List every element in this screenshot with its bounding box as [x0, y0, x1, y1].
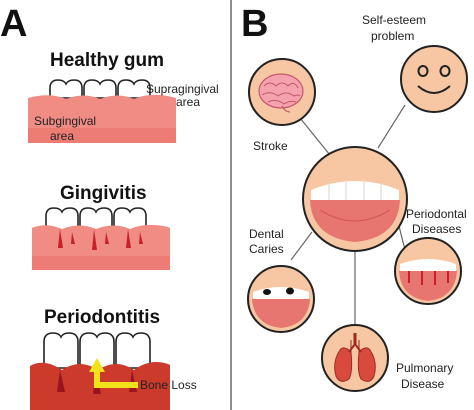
stroke-label: Stroke: [253, 139, 288, 153]
pulmonary-label: Pulmonary: [396, 361, 453, 375]
mouth-icon: [394, 237, 462, 305]
gum-shading: [32, 256, 170, 270]
lungs-icon: [334, 333, 376, 382]
panel-b: B: [241, 3, 468, 392]
panel-a-letter: A: [0, 3, 27, 45]
subgingival-label-line2: area: [50, 129, 74, 143]
brain-icon: [258, 73, 304, 113]
panel-a: A Healthy gum Supragingival area Subging…: [0, 3, 219, 410]
tooth-icon: [113, 207, 147, 231]
tooth-icon: [117, 79, 151, 99]
mouth-icon: [247, 265, 315, 333]
periodontal-label: Periodontal: [406, 207, 467, 221]
healthy-gum: [28, 94, 176, 143]
dental-caries-label: Dental: [249, 227, 284, 241]
pulmonary-node: Pulmonary Disease: [321, 324, 453, 392]
bleeding-mark: [126, 229, 131, 248]
periodontitis-teeth: [43, 332, 151, 369]
periodontal-node: Periodontal Diseases: [394, 207, 467, 305]
subgingival-label: Subgingival: [34, 114, 96, 128]
healthy-gum-title: Healthy gum: [50, 50, 164, 71]
supragingival-label-line2: area: [176, 95, 200, 109]
tooth-icon: [79, 207, 113, 231]
tooth-icon: [45, 207, 79, 231]
panel-b-letter: B: [241, 3, 268, 45]
self-esteem-label: Self-esteem: [362, 13, 426, 27]
mouth-icon: [302, 146, 408, 252]
pulmonary-label-line2: Disease: [401, 377, 445, 391]
stroke-node: Stroke: [248, 58, 316, 153]
self-esteem-node: Self-esteem problem: [362, 13, 468, 113]
bleeding-marks: [58, 229, 143, 250]
bleeding-mark: [57, 370, 65, 392]
connector-lines: [290, 104, 406, 326]
connector-line: [299, 117, 331, 156]
bone-loss-label: Bone Loss: [140, 378, 197, 392]
inflamed-gum: [32, 224, 170, 270]
tooth-icon: [115, 332, 151, 369]
dental-caries-label-line2: Caries: [249, 242, 284, 256]
arrow-icon: [89, 358, 138, 388]
tooth-icon: [49, 79, 83, 99]
bleeding-mark: [92, 229, 97, 250]
connector-line: [290, 231, 313, 261]
periodontal-label-line2: Diseases: [412, 222, 461, 236]
bleeding-mark: [105, 232, 109, 244]
gingivitis-teeth: [45, 207, 147, 231]
healthy-gum-stage: Healthy gum Supragingival area Subgingiv…: [28, 50, 219, 143]
gingivitis-stage: Gingivitis: [32, 183, 170, 270]
periodontitis-title: Periodontitis: [44, 307, 160, 328]
tooth-icon: [43, 332, 79, 369]
dental-caries-node: Dental Caries: [247, 227, 315, 333]
bleeding-mark: [58, 229, 63, 248]
supragingival-label: Supragingival: [146, 82, 219, 96]
tooth-icon: [79, 332, 115, 369]
gingivitis-title: Gingivitis: [60, 183, 147, 204]
bleeding-mark: [139, 232, 143, 244]
bleeding-mark: [71, 232, 75, 244]
periodontitis-stage: Periodontitis Bone Loss: [30, 307, 197, 410]
connector-line: [377, 104, 406, 149]
gum-shading: [28, 128, 176, 143]
smiley-face-icon: [400, 45, 468, 113]
tooth-icon: [83, 79, 117, 99]
self-esteem-label-line2: problem: [371, 29, 414, 43]
healthy-teeth: [49, 79, 151, 99]
